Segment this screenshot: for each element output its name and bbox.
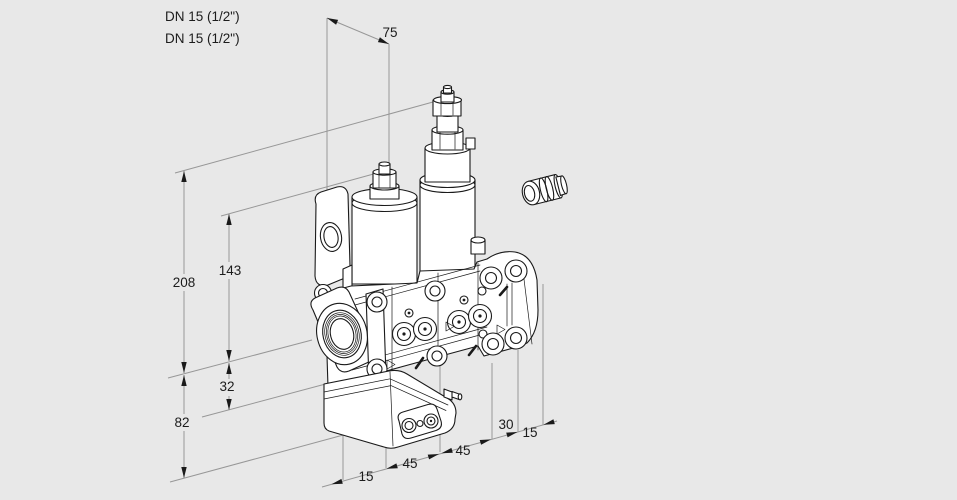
dim-45b-label: 45 [455,443,470,458]
dim-82-label: 82 [174,415,189,430]
dim-15b-label: 15 [522,425,537,440]
flow-marks [414,285,509,370]
connection-label-2: DN 15 (1/2") [165,31,240,46]
bolt [424,280,446,302]
dim-30-label: 30 [498,417,513,432]
chamber-sight-ports [391,303,493,347]
dim-143-label: 143 [219,263,242,278]
flow-arrow-icon [445,321,455,332]
dimension-arrows [181,18,555,485]
threaded-port [316,302,368,366]
dim-45a-label: 45 [402,456,417,471]
dim-75-label: 75 [382,25,397,40]
solenoid-coil-left [351,187,418,285]
dim-15a-label: 15 [358,469,373,484]
bolt [426,345,448,367]
flow-arrow-icon [386,359,396,370]
vent-pin [443,388,460,401]
actuator-block [323,369,463,449]
cable-gland-fitting [521,174,568,206]
flow-arrow-icon [496,324,506,335]
coil-adjustment-stem-right [424,84,476,183]
dim-32-label: 32 [219,379,234,394]
solenoid-coil-right [419,171,476,273]
dim-208-label: 208 [173,275,196,290]
mounting-bracket [314,186,351,287]
coil-adjustment-stem-left [369,161,400,200]
outlet-flange [479,259,528,356]
connection-label-1: DN 15 (1/2") [165,9,240,24]
labels: DN 15 (1/2") DN 15 (1/2") 75 208 143 32 … [165,9,538,484]
inlet-flange [310,283,388,382]
